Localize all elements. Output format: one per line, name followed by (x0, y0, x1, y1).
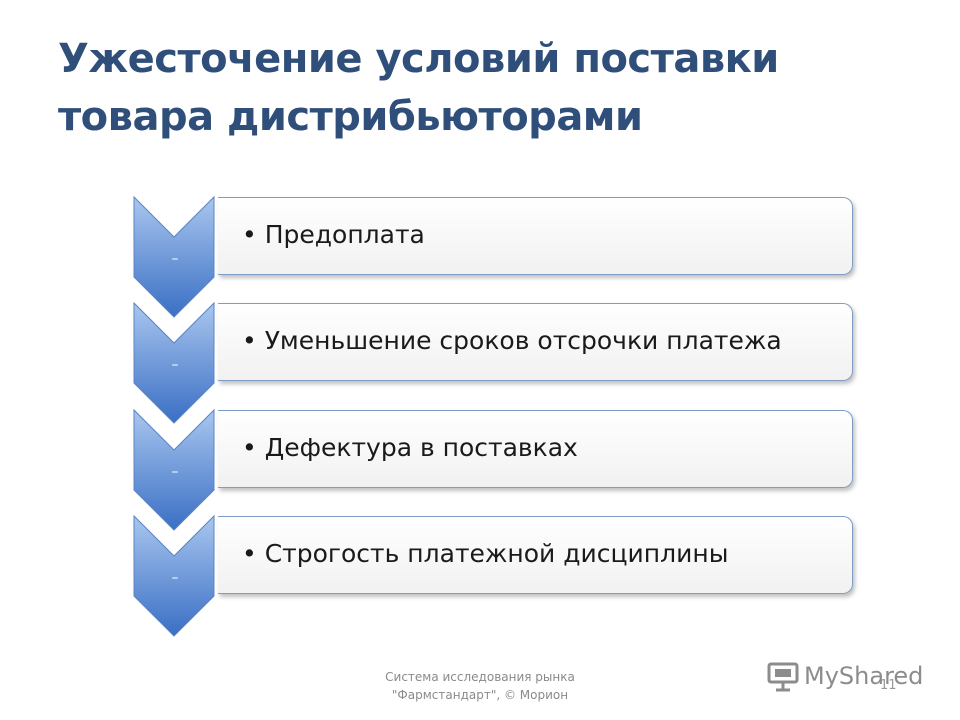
slide-title: Ужесточение условий поставки товара дист… (58, 30, 918, 146)
item-text: • Дефектура в поставках (242, 433, 578, 462)
item-box: • Дефектура в поставках (218, 410, 853, 488)
chevron-down-shape: – (130, 301, 230, 431)
list-item: – • Уменьшение сроков отсрочки платежа (130, 301, 860, 431)
watermark-text: MyShared (804, 662, 924, 690)
list-item: – • Строгость платежной дисциплины (130, 514, 860, 644)
item-box: • Предоплата (218, 197, 853, 275)
footer-source: Система исследования рынка "Фармстандарт… (340, 668, 620, 704)
chevron-label: – (171, 251, 179, 267)
item-text: • Строгость платежной дисциплины (242, 539, 729, 568)
chevron-label: – (171, 357, 179, 373)
page-number: 11 (880, 678, 897, 693)
item-text: • Предоплата (242, 220, 425, 249)
item-box: • Уменьшение сроков отсрочки платежа (218, 303, 853, 381)
chevron-down-shape: – (130, 195, 230, 325)
list-item: – • Предоплата (130, 195, 860, 325)
item-box: • Строгость платежной дисциплины (218, 516, 853, 594)
myshared-watermark: MyShared (766, 658, 923, 694)
chevron-label: – (171, 570, 179, 586)
title-line-2: товара дистрибьюторами (58, 94, 643, 140)
footer-line-2: "Фармстандарт", © Морион (391, 688, 569, 702)
footer-line-1: Система исследования рынка (385, 670, 575, 684)
chevron-down-shape: – (130, 408, 230, 538)
chevron-down-shape: – (130, 514, 230, 644)
title-line-1: Ужесточение условий поставки (58, 36, 779, 82)
item-text: • Уменьшение сроков отсрочки платежа (242, 326, 782, 355)
chevron-label: – (171, 464, 179, 480)
presentation-icon (767, 662, 799, 692)
list-item: – • Дефектура в поставках (130, 408, 860, 538)
